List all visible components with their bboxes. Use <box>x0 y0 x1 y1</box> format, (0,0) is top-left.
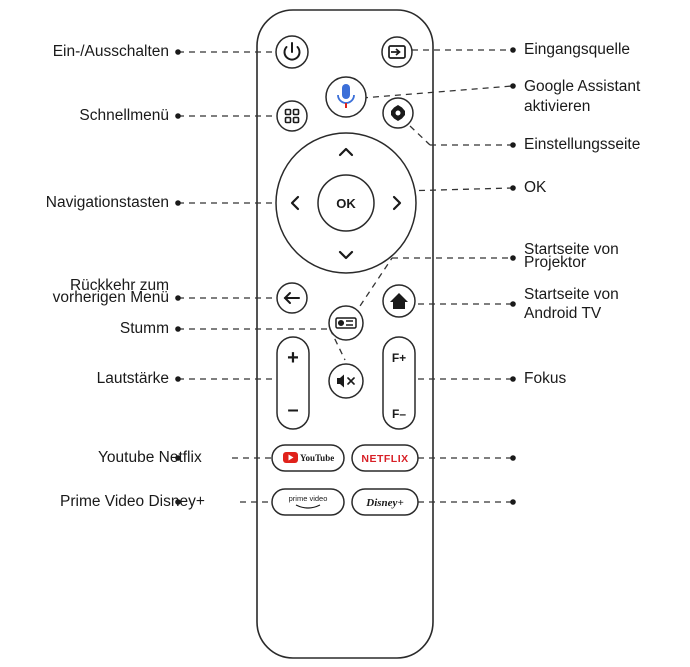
label-settings: Einstellungsseite <box>524 136 641 153</box>
prime-video-button[interactable]: prime video <box>271 488 345 516</box>
leader-projector-home <box>353 257 393 316</box>
gear-icon <box>391 105 405 121</box>
label-android-home-line2: Android TV <box>524 305 602 322</box>
power-icon <box>283 42 301 61</box>
focus-rocker[interactable]: F+ F– <box>382 336 416 430</box>
arrow-left-icon <box>283 292 300 304</box>
label-volume: Lautstärke <box>96 370 169 387</box>
grid-icon <box>284 108 300 124</box>
label-android-home-line1: Startseite von <box>524 286 619 303</box>
nav-left-button[interactable] <box>290 195 300 211</box>
prime-video-logo-text: prime video <box>289 494 328 503</box>
label-projector-home-line2: Projektor <box>524 254 587 271</box>
projector-home-button[interactable] <box>328 305 364 341</box>
focus-minus-label: F– <box>392 407 406 421</box>
mute-button[interactable] <box>328 363 364 399</box>
netflix-logo-text: NETFLIX <box>361 453 408 465</box>
label-focus: Fokus <box>524 370 567 387</box>
microphone-icon <box>337 84 355 108</box>
nav-down-button[interactable] <box>338 250 354 260</box>
leader-dots <box>175 47 516 505</box>
label-back-line2: vorherigen Menü <box>52 289 169 306</box>
focus-plus-label: F+ <box>392 351 406 365</box>
label-navigation: Navigationstasten <box>45 194 169 211</box>
label-input-source: Eingangsquelle <box>524 41 631 58</box>
input-source-button[interactable] <box>381 36 413 68</box>
home-icon <box>390 293 408 309</box>
label-assistant-line2: aktivieren <box>524 98 591 115</box>
label-youtube-netflix: Youtube Netflix <box>98 449 202 466</box>
nav-up-button[interactable] <box>338 147 354 157</box>
leader-assistant <box>361 85 513 99</box>
input-source-icon <box>388 45 406 59</box>
disney-plus-logo-text: Disney+ <box>365 497 403 509</box>
volume-up-label: + <box>287 347 299 369</box>
youtube-logo-text: YouTube <box>300 453 334 463</box>
volume-rocker[interactable]: + – <box>276 336 310 430</box>
disney-plus-button[interactable]: Disney+ <box>351 488 419 516</box>
android-home-button[interactable] <box>382 284 416 318</box>
label-ok: OK <box>524 179 547 196</box>
label-mute: Stumm <box>119 320 169 337</box>
label-back-line1: Rückkehr zum <box>69 277 169 294</box>
label-projector-home-line1: Startseite von <box>524 241 619 258</box>
ok-button[interactable]: OK <box>317 174 375 232</box>
power-button[interactable] <box>275 35 309 69</box>
volume-down-label: – <box>287 399 298 421</box>
settings-button[interactable] <box>382 97 414 129</box>
netflix-button[interactable]: NETFLIX <box>351 444 419 472</box>
youtube-button[interactable]: YouTube <box>271 444 345 472</box>
label-prime-disney: Prime Video Disney+ <box>60 493 205 510</box>
leader-settings-diag <box>409 125 431 146</box>
prime-smile-icon <box>295 504 321 509</box>
assistant-button[interactable] <box>325 76 367 118</box>
back-button[interactable] <box>276 282 308 314</box>
navigation-pad: OK <box>275 132 417 274</box>
nav-right-button[interactable] <box>392 195 402 211</box>
label-quick-menu: Schnellmenü <box>79 107 169 124</box>
projector-icon <box>335 317 357 329</box>
ok-button-label: OK <box>336 196 356 211</box>
label-power: Ein-/Ausschalten <box>52 43 169 60</box>
label-assistant-line1: Google Assistant <box>524 78 641 95</box>
mute-icon <box>337 374 355 388</box>
quick-menu-button[interactable] <box>276 100 308 132</box>
